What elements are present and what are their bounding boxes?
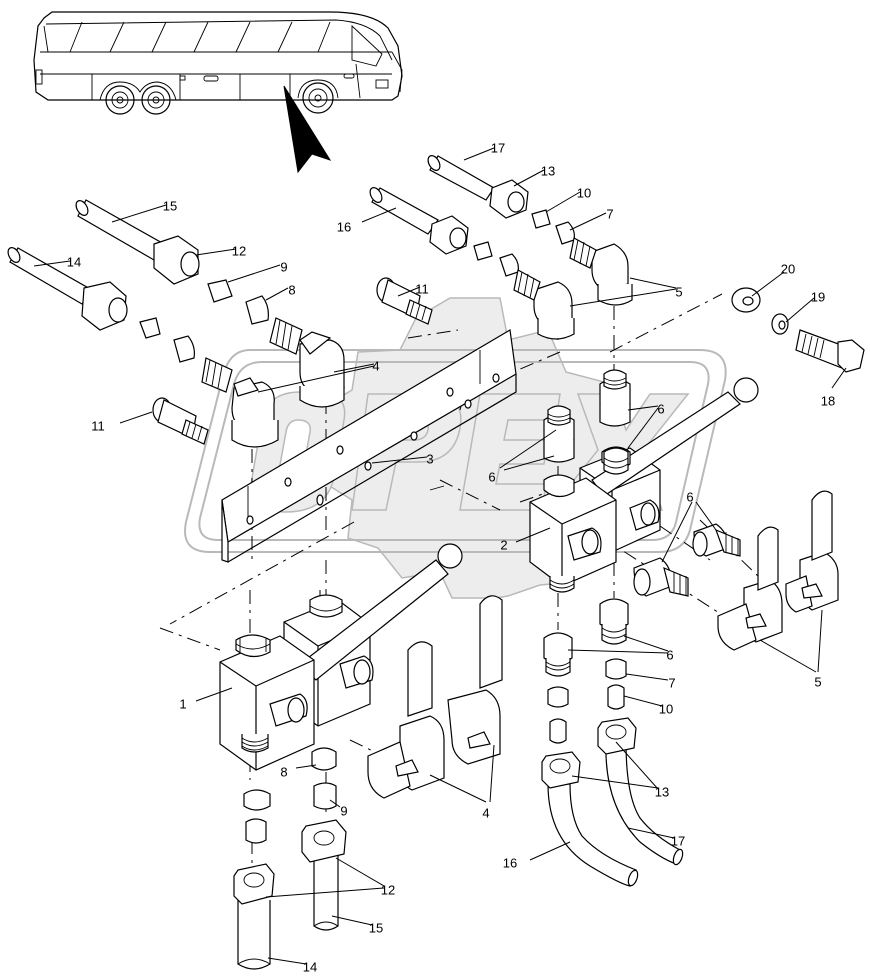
part-number-label: 5: [675, 284, 682, 299]
part-number-label: 6: [657, 401, 664, 416]
leader-line-c9a: [227, 264, 281, 283]
leader-line-c6g: [623, 635, 669, 652]
pipes: [7, 155, 833, 970]
leader-line-c6c: [499, 429, 557, 469]
leader-line-c19: [785, 297, 815, 323]
leader-line-c14a: [33, 260, 71, 267]
part-number-label: 4: [482, 805, 489, 820]
part-number-label: 17: [671, 833, 685, 848]
elbow-fittings: [231, 243, 839, 799]
leader-line-c4c: [429, 774, 487, 803]
leader-line-c13b: [615, 741, 659, 790]
leader-line-c6a: [627, 405, 659, 411]
part-number-label: 9: [340, 803, 347, 818]
part-number-label: 6: [666, 647, 673, 662]
leader-line-c6h: [567, 649, 669, 654]
location-arrow-icon: [283, 85, 332, 174]
part-number-label: 9: [280, 259, 287, 274]
leader-line-c7a: [569, 212, 607, 231]
part-number-label: 12: [232, 243, 246, 258]
leader-line-c2: [515, 527, 551, 543]
part-number-label: 11: [91, 418, 105, 433]
leader-line-c8a: [265, 287, 289, 301]
leader-line-c4b: [257, 365, 375, 393]
part-number-label: 13: [541, 163, 555, 178]
nuts-and-sleeves: [81, 179, 637, 905]
part-number-label: 14: [303, 959, 317, 974]
leader-line-c6d: [503, 455, 555, 471]
leader-line-c8b: [295, 764, 317, 769]
leader-line-c17b: [627, 827, 675, 839]
leader-line-c10b: [623, 695, 663, 707]
part-number-label: 20: [781, 261, 795, 276]
leader-line-c5d: [817, 609, 823, 673]
leader-line-c9b: [329, 799, 341, 808]
leader-line-c16a: [361, 207, 397, 223]
leader-line-c1: [195, 687, 233, 702]
leader-line-c4a: [333, 363, 375, 373]
leader-line-c18: [831, 367, 847, 389]
callout-group: 1234455666677889910101111121213131414151…: [33, 140, 847, 974]
leader-line-c10a: [545, 191, 581, 213]
leader-line-c13c: [571, 775, 659, 789]
part-number-label: 16: [337, 219, 351, 234]
valve-block-1: [219, 543, 463, 771]
leader-line-c11b: [119, 411, 153, 424]
leader-line-c13a: [513, 169, 545, 187]
part-number-label: 4: [372, 358, 379, 373]
part-number-label: 17: [491, 140, 505, 155]
leader-line-c12a: [195, 248, 237, 256]
leader-line-c11a: [397, 286, 421, 297]
part-number-label: 19: [811, 289, 825, 304]
leader-line-c6f: [695, 501, 717, 531]
part-number-label: 14: [67, 254, 81, 269]
part-number-label: 1: [179, 696, 186, 711]
leader-line-c6b: [627, 407, 659, 449]
leader-line-c12b: [335, 857, 385, 887]
leader-line-c6e: [661, 501, 693, 563]
adapter-fittings: [543, 369, 741, 677]
leader-line-c17a: [463, 147, 495, 161]
part-number-label: 13: [655, 784, 669, 799]
part-number-label: 6: [686, 489, 693, 504]
leader-line-c15b: [331, 915, 373, 926]
part-number-label: 6: [488, 469, 495, 484]
part-number-label: 18: [821, 393, 835, 408]
bus-illustration: [33, 11, 403, 115]
part-number-label: 15: [163, 198, 177, 213]
leader-line-c7b: [625, 673, 669, 681]
part-number-label: 8: [280, 764, 287, 779]
leader-line-c20: [751, 271, 785, 297]
leader-line-c14b: [267, 957, 307, 965]
leader-line-c5b: [629, 277, 677, 289]
fasteners: [152, 277, 865, 445]
part-number-label: 2: [500, 537, 507, 552]
part-number-label: 11: [415, 281, 429, 296]
leader-line-c12c: [265, 887, 385, 898]
part-number-label: 8: [288, 282, 295, 297]
leader-line-c4d: [489, 744, 495, 803]
part-number-label: 7: [668, 675, 675, 690]
part-number-label: 12: [381, 882, 395, 897]
part-number-label: 7: [606, 206, 613, 221]
mounting-plate: [221, 329, 517, 563]
leader-line-c3: [371, 456, 428, 464]
part-number-label: 16: [503, 855, 517, 870]
part-number-label: 15: [369, 920, 383, 935]
part-number-label: 10: [577, 185, 591, 200]
part-number-label: 5: [814, 674, 821, 689]
part-number-label: 3: [426, 451, 433, 466]
leader-line-c5c: [759, 639, 817, 673]
leader-line-c5a: [569, 288, 677, 307]
leader-line-c16b: [529, 841, 571, 861]
leader-line-c15a: [111, 204, 167, 223]
part-number-label: 10: [659, 701, 673, 716]
